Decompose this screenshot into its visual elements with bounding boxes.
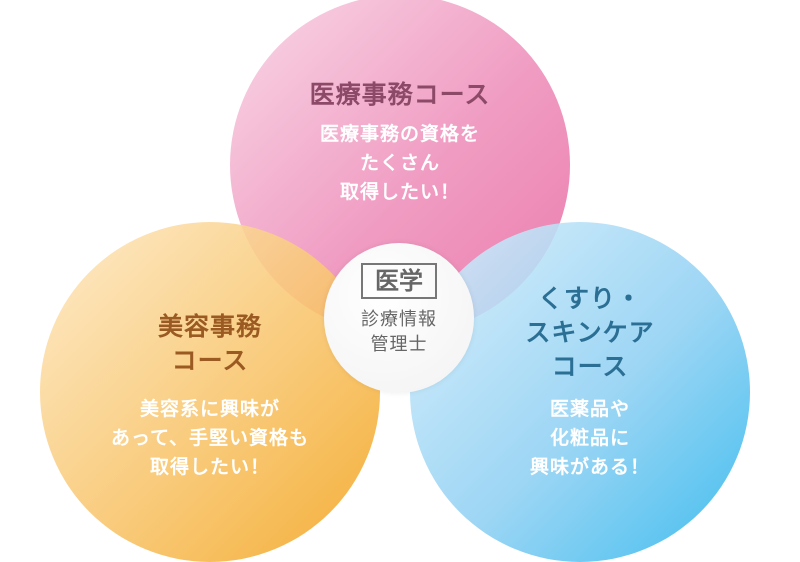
beauty-office-course-circle [40,222,380,562]
beauty-office-course-title: 美容事務コース [157,312,262,375]
health-information-manager-label: 診療情報管理士 [361,309,437,355]
medicine-skincare-course-circle [410,222,750,562]
medicine-skincare-course-description: 医薬品や化粧品に興味がある！ [529,398,650,478]
beauty-office-course-description: 美容系に興味があって、手堅い資格も取得したい！ [110,398,310,478]
medical-office-course-title: 医療事務コース [309,80,491,109]
medicine-badge: 医学 [361,263,437,299]
center-circle: 医学 診療情報管理士 [324,243,474,393]
medical-office-course-description: 医療事務の資格をたくさん取得したい！ [319,123,480,203]
medicine-skincare-course-title: くすり・スキンケアコース [525,284,655,381]
